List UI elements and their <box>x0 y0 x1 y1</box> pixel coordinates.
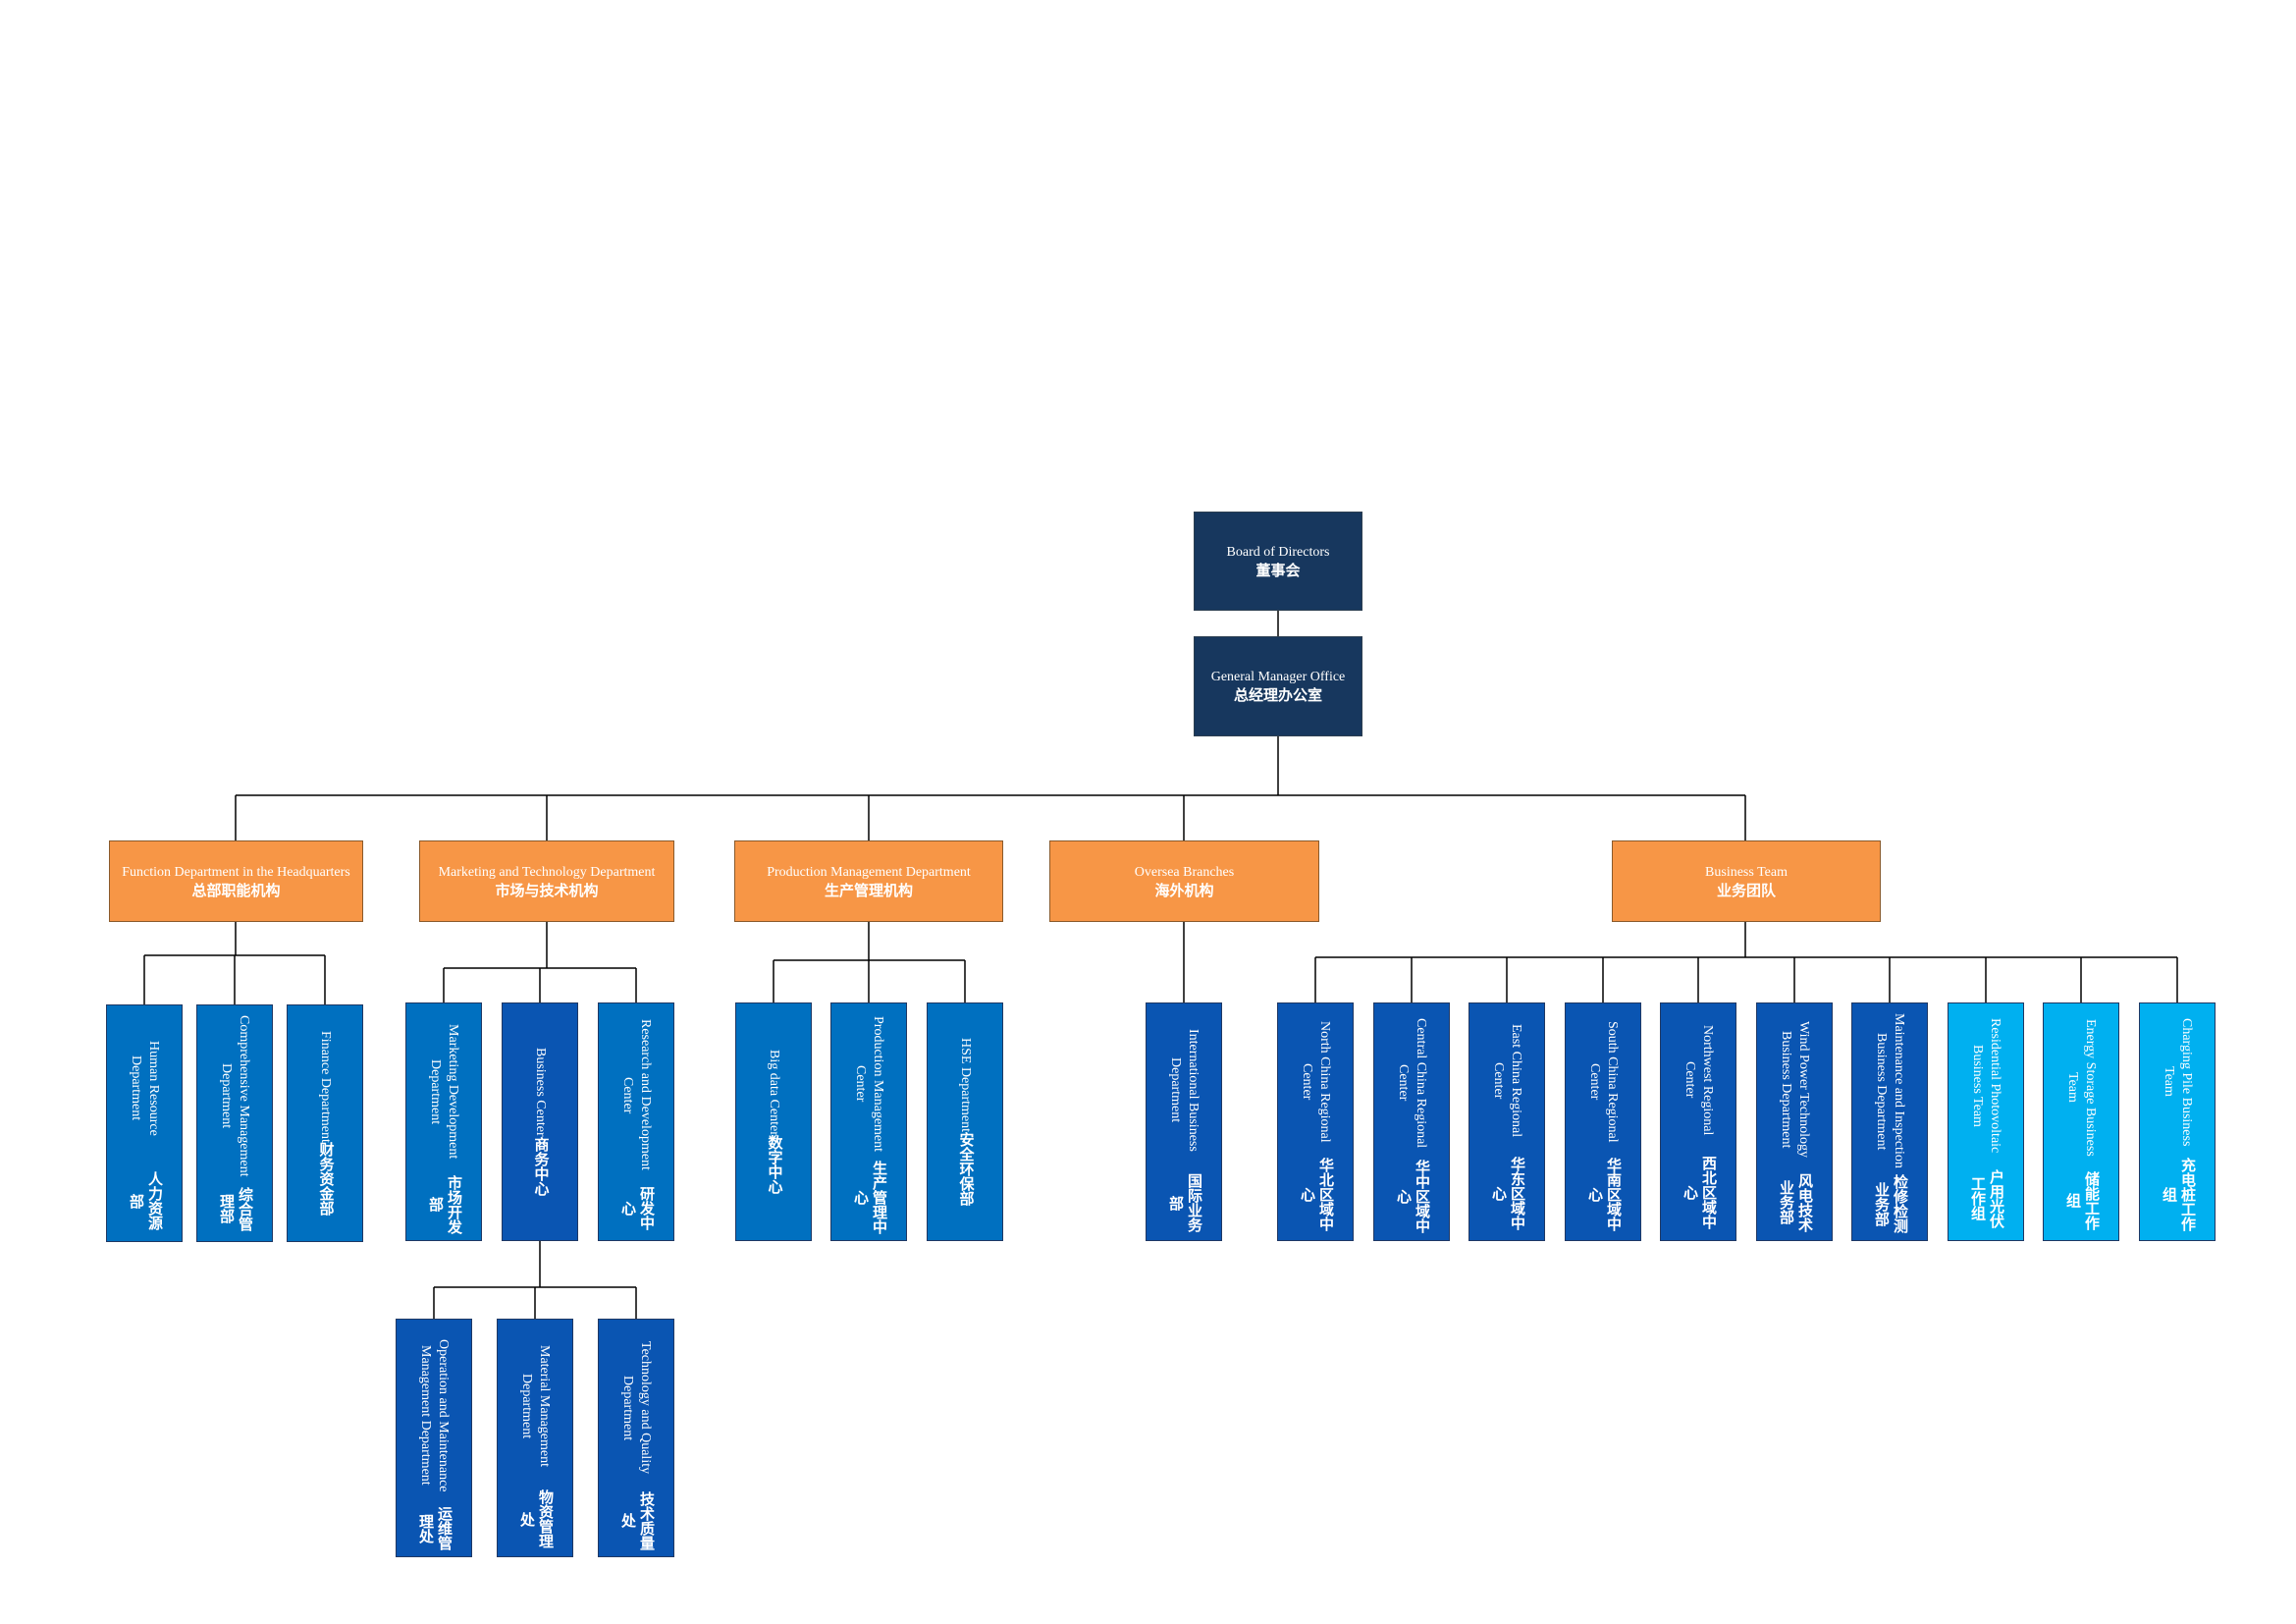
team-charging-pile-box: Charging Pile Business Team 充电桩工作组 <box>2139 1002 2216 1241</box>
dept-en-label: Comprehensive Management Department <box>219 1014 251 1177</box>
team-central-china-box: Central China Regional Center 华中区域中心 <box>1373 1002 1450 1241</box>
dept-zh-label: 国际业务部 <box>1167 1173 1203 1233</box>
dept-zh-label: 安全环保部 <box>957 1132 976 1207</box>
team-northwest-box: Northwest Regional Center 西北区域中心 <box>1660 1002 1736 1241</box>
team-en-label: South China Regional Center <box>1587 1020 1620 1143</box>
dept-zh-label: 商务中心 <box>532 1136 551 1196</box>
category-en-label: Function Department in the Headquarters <box>122 864 350 880</box>
team-zh-label: 华东区域中心 <box>1490 1156 1526 1230</box>
team-zh-label: 充电桩工作组 <box>2161 1158 2197 1232</box>
category-zh-label: 市场与技术机构 <box>495 881 599 899</box>
dept-international-business-box: International Business Department 国际业务部 <box>1146 1002 1222 1241</box>
team-zh-label: 户用光伏工作组 <box>1969 1168 2005 1228</box>
team-en-label: Northwest Regional Center <box>1682 1024 1715 1136</box>
team-energy-storage-box: Energy Storage Business Team 储能工作组 <box>2043 1002 2119 1241</box>
dept-en-label: Operation and Maintenance Management Dep… <box>418 1338 451 1492</box>
dept-zh-label: 生产管理中心 <box>852 1160 888 1234</box>
dept-en-label: Finance Department <box>318 1030 333 1143</box>
dept-technology-quality-box: Technology and Quality Department 技术质量处 <box>598 1319 674 1557</box>
dept-marketing-development-box: Marketing Development Department 市场开发部 <box>405 1002 482 1241</box>
dept-zh-label: 综合管理部 <box>218 1186 254 1231</box>
category-production-box: Production Management Department 生产管理机构 <box>734 840 1003 922</box>
dept-en-label: Production Management Center <box>853 1015 885 1153</box>
team-en-label: Residential Photovoltaic Business Team <box>1970 1018 2002 1154</box>
category-marketing-box: Marketing and Technology Department 市场与技… <box>419 840 674 922</box>
team-en-label: Maintenance and Inspection Business Depa… <box>1874 1013 1906 1169</box>
dept-zh-label: 运维管理处 <box>417 1506 454 1551</box>
dept-zh-label: 财务资金部 <box>317 1142 336 1217</box>
team-zh-label: 风电技术业务部 <box>1778 1172 1814 1232</box>
team-en-label: Charging Pile Business Team <box>2162 1017 2194 1147</box>
gm-office-zh-label: 总经理办公室 <box>1233 686 1322 704</box>
board-of-directors-box: Board of Directors 董事会 <box>1194 512 1362 611</box>
dept-human-resource-box: Human Resource Department 人力资源部 <box>106 1004 183 1242</box>
dept-zh-label: 人力资源部 <box>128 1171 164 1231</box>
dept-zh-label: 市场开发部 <box>427 1174 463 1234</box>
category-zh-label: 海外机构 <box>1154 881 1214 899</box>
team-east-china-box: East China Regional Center 华东区域中心 <box>1468 1002 1545 1241</box>
dept-operation-maintenance-box: Operation and Maintenance Management Dep… <box>396 1319 472 1557</box>
dept-en-label: HSE Department <box>958 1037 973 1133</box>
gm-office-en-label: General Manager Office <box>1210 670 1346 684</box>
dept-zh-label: 数字中心 <box>766 1135 784 1195</box>
board-en-label: Board of Directors <box>1226 544 1330 560</box>
category-en-label: Marketing and Technology Department <box>438 864 656 880</box>
team-zh-label: 华中区域中心 <box>1395 1159 1431 1233</box>
team-en-label: Central China Regional Center <box>1396 1018 1428 1149</box>
team-wind-power-box: Wind Power Technology Business Departmen… <box>1756 1002 1833 1241</box>
team-zh-label: 检修检测业务部 <box>1873 1174 1909 1234</box>
team-zh-label: 储能工作组 <box>2064 1170 2101 1230</box>
team-residential-pv-box: Residential Photovoltaic Business Team 户用… <box>1948 1002 2024 1241</box>
category-zh-label: 业务团队 <box>1716 881 1776 899</box>
category-oversea-box: Oversea Branches 海外机构 <box>1049 840 1319 922</box>
gm-office-box: General Manager Office 总经理办公室 <box>1194 636 1362 736</box>
dept-en-label: Human Resource Department <box>129 1040 161 1136</box>
category-zh-label: 生产管理机构 <box>824 881 913 899</box>
board-zh-label: 董事会 <box>1255 561 1301 579</box>
dept-en-label: Business Center <box>533 1048 548 1137</box>
dept-research-development-box: Research and Development Center 研发中心 <box>598 1002 674 1241</box>
category-function-box: Function Department in the Headquarters … <box>109 840 363 922</box>
dept-comprehensive-management-box: Comprehensive Management Department 综合管理部 <box>196 1004 273 1242</box>
dept-production-management-center-box: Production Management Center 生产管理中心 <box>830 1002 907 1241</box>
team-north-china-box: North China Regional Center 华北区域中心 <box>1277 1002 1354 1241</box>
dept-en-label: Material Management Department <box>519 1345 552 1468</box>
team-zh-label: 西北区域中心 <box>1682 1156 1718 1230</box>
team-en-label: North China Regional Center <box>1300 1021 1332 1143</box>
dept-zh-label: 研发中心 <box>619 1185 656 1230</box>
dept-en-label: International Business Department <box>1168 1029 1201 1152</box>
dept-zh-label: 技术质量处 <box>619 1490 656 1550</box>
dept-zh-label: 物资管理处 <box>518 1489 555 1549</box>
category-en-label: Oversea Branches <box>1134 864 1235 880</box>
team-zh-label: 华北区域中心 <box>1299 1158 1335 1232</box>
team-zh-label: 华南区域中心 <box>1586 1158 1623 1232</box>
category-business-team-box: Business Team 业务团队 <box>1612 840 1881 922</box>
team-en-label: East China Regional Center <box>1491 1023 1523 1137</box>
dept-en-label: Big data Center <box>767 1049 781 1136</box>
category-zh-label: 总部职能机构 <box>191 881 281 899</box>
dept-en-label: Marketing Development Department <box>428 1024 460 1160</box>
team-south-china-box: South China Regional Center 华南区域中心 <box>1565 1002 1641 1241</box>
dept-material-management-box: Material Management Department 物资管理处 <box>497 1319 573 1557</box>
dept-en-label: Research and Development Center <box>620 1019 653 1171</box>
team-maintenance-inspection-box: Maintenance and Inspection Business Depa… <box>1851 1002 1928 1241</box>
category-en-label: Business Team <box>1705 864 1788 880</box>
team-en-label: Energy Storage Business Team <box>2065 1018 2098 1157</box>
team-en-label: Wind Power Technology Business Departmen… <box>1779 1021 1811 1159</box>
dept-en-label: Technology and Quality Department <box>620 1341 653 1475</box>
category-en-label: Production Management Department <box>767 864 971 880</box>
